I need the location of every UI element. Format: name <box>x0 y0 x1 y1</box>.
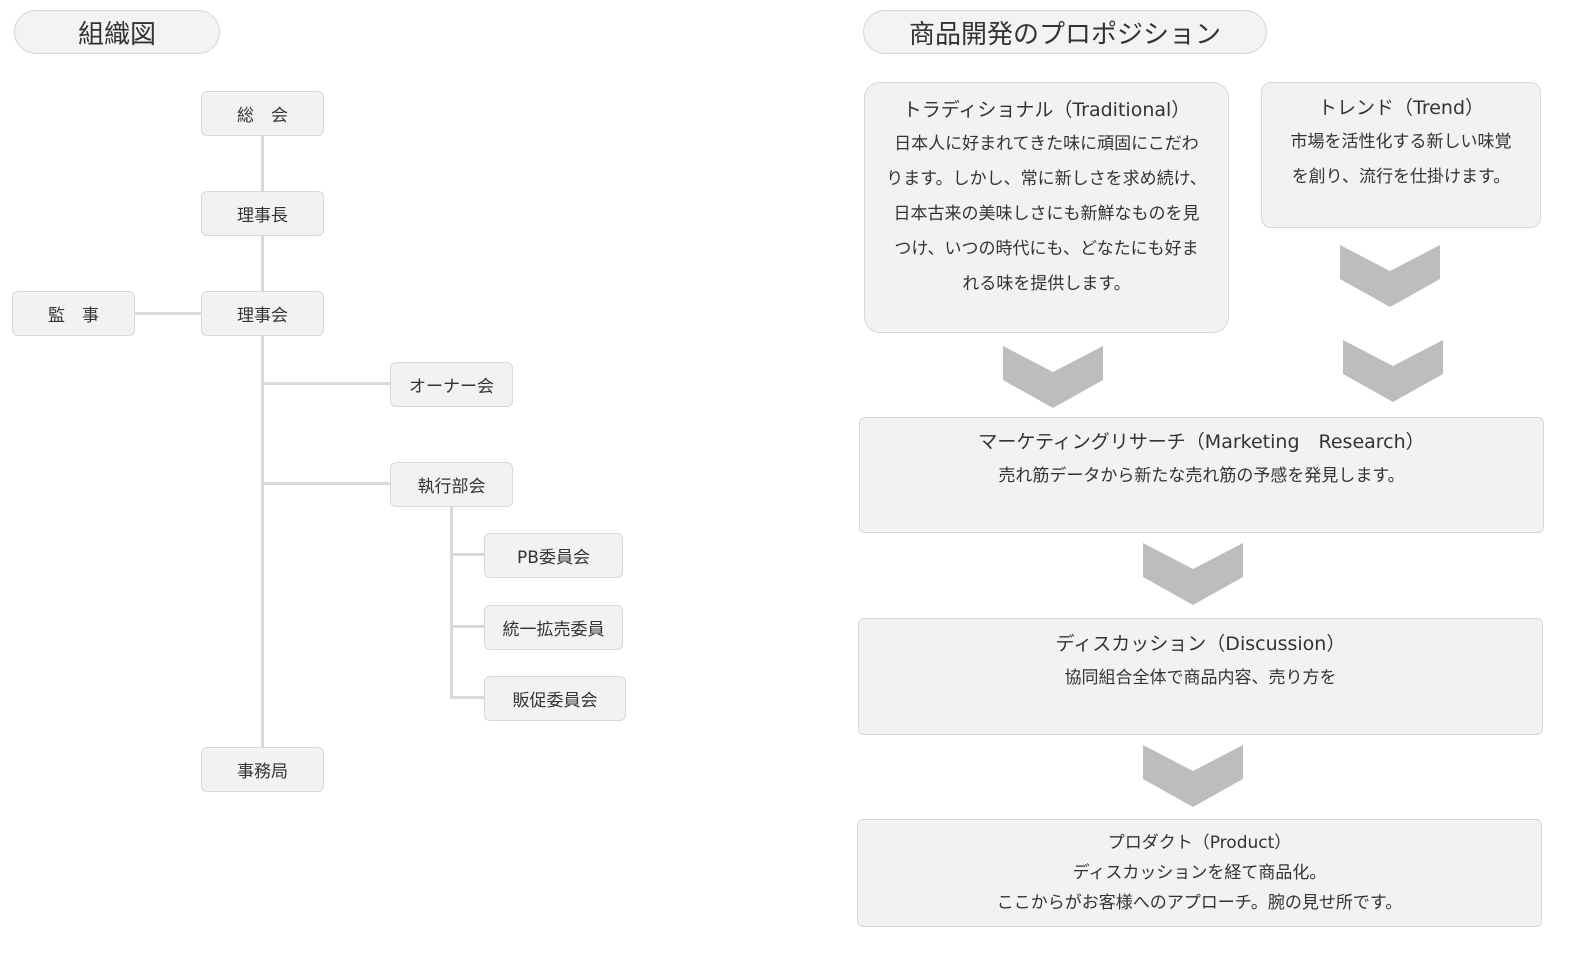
node-hansoku: 販促委員会 <box>484 676 626 721</box>
traditional-line-5: れる味を提供します。 <box>962 274 1131 294</box>
org-chart-title: 組織図 <box>14 10 220 54</box>
box-product: プロダクト（Product） ディスカッションを経て商品化。 ここからがお客様へ… <box>857 819 1542 927</box>
connector-touitsu <box>450 625 485 628</box>
box-trend: トレンド（Trend） 市場を活性化する新しい味覚 を創り、流行を仕掛けます。 <box>1261 82 1541 228</box>
connector-hansoku <box>450 696 485 699</box>
node-touitsu: 統一拡売委員 <box>484 605 623 650</box>
node-kanji: 監 事 <box>12 291 135 336</box>
chevron-down-icon <box>1003 346 1103 408</box>
traditional-line-3: 日本古来の美味しさにも新鮮なものを見 <box>893 204 1200 224</box>
node-rijicho: 理事長 <box>201 191 324 236</box>
traditional-line-2: ります。しかし、常に新しさを求め続け、 <box>886 169 1207 189</box>
connector-kanji <box>134 312 202 315</box>
discussion-line-1: 協同組合全体で商品内容、売り方を <box>1064 668 1337 688</box>
marketing-line-1: 売れ筋データから新たな売れ筋の予感を発見します。 <box>998 466 1405 486</box>
proposition-title: 商品開発のプロポジション <box>863 10 1267 54</box>
node-soukai: 総 会 <box>201 91 324 136</box>
chevron-down-icon <box>1143 543 1243 605</box>
connector-main-vertical <box>261 135 264 750</box>
box-discussion: ディスカッション（Discussion） 協同組合全体で商品内容、売り方を <box>858 618 1543 735</box>
node-jimukyoku: 事務局 <box>201 747 324 792</box>
box-traditional: トラディショナル（Traditional） 日本人に好まれてきた味に頑固にこだわ… <box>864 82 1229 333</box>
trend-heading: トレンド（Trend） <box>1318 97 1484 119</box>
chevron-down-icon <box>1340 245 1440 307</box>
product-line-1: ディスカッションを経て商品化。 <box>1072 863 1327 883</box>
traditional-heading: トラディショナル（Traditional） <box>902 99 1191 121</box>
traditional-line-4: つけ、いつの時代にも、どなたにも好ま <box>894 239 1199 259</box>
node-owner: オーナー会 <box>390 362 513 407</box>
box-marketing: マーケティングリサーチ（Marketing Research） 売れ筋データから… <box>859 417 1544 533</box>
connector-shikko <box>261 482 391 485</box>
connector-committee-vertical <box>450 506 453 699</box>
node-shikko: 執行部会 <box>390 462 513 507</box>
trend-line-1: 市場を活性化する新しい味覚 <box>1290 132 1512 152</box>
connector-owner <box>261 382 391 385</box>
node-pb: PB委員会 <box>484 533 623 578</box>
trend-line-2: を創り、流行を仕掛けます。 <box>1291 167 1511 187</box>
product-line-2: ここからがお客様へのアプローチ。腕の見せ所です。 <box>996 893 1403 913</box>
product-heading: プロダクト（Product） <box>1107 833 1292 853</box>
connector-pb <box>450 553 485 556</box>
node-rijikai: 理事会 <box>201 291 324 336</box>
marketing-heading: マーケティングリサーチ（Marketing Research） <box>978 431 1425 453</box>
chevron-down-icon <box>1143 745 1243 807</box>
chevron-down-icon <box>1343 340 1443 402</box>
traditional-line-1: 日本人に好まれてきた味に頑固にこだわ <box>894 134 1199 154</box>
discussion-heading: ディスカッション（Discussion） <box>1055 633 1346 655</box>
